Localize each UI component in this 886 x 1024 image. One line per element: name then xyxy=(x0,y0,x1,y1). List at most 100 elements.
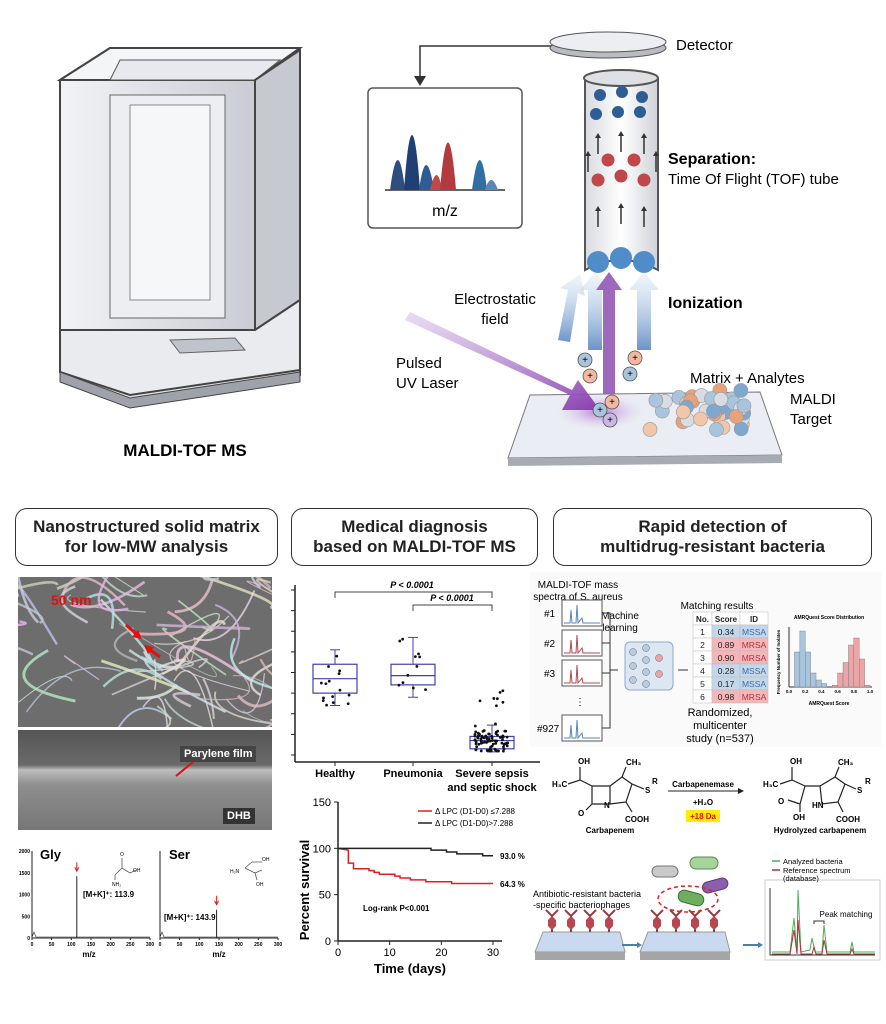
ion-particle xyxy=(587,251,609,273)
nanofiber xyxy=(246,580,272,595)
y-tick-label: 150 xyxy=(313,797,331,809)
ion-icon xyxy=(592,402,608,418)
nanofiber xyxy=(113,627,138,662)
nanofiber xyxy=(202,678,215,719)
pvalue-label-1: P < 0.0001 xyxy=(390,580,433,590)
logrank-annotation: Log-rank P<0.001 xyxy=(363,904,430,913)
ion-icon xyxy=(577,352,593,368)
ion-icon xyxy=(627,350,643,366)
data-point xyxy=(398,639,402,643)
svg-text:S: S xyxy=(857,786,863,795)
data-point xyxy=(335,654,339,658)
end-label-high: 93.0 % xyxy=(500,852,525,861)
data-point xyxy=(501,700,505,704)
gly-xlabel: m/z xyxy=(82,950,95,959)
x-tick-label: 150 xyxy=(87,942,96,948)
svg-text:COOH: COOH xyxy=(625,815,649,824)
data-point xyxy=(487,737,491,740)
nanofiber xyxy=(259,658,272,676)
ion-particle xyxy=(633,251,655,273)
svg-text:H₃C: H₃C xyxy=(763,780,778,789)
nanofiber xyxy=(202,577,220,581)
table-cell-text: ID xyxy=(750,615,758,624)
laser-beam xyxy=(405,312,600,410)
spectrum-peaks xyxy=(390,135,498,190)
data-point xyxy=(502,745,505,749)
nanofiber xyxy=(156,623,251,630)
spectrum-thumbnail xyxy=(561,629,603,657)
km-ylabel: Percent survival xyxy=(297,840,312,940)
category-pneumonia: Pneumonia xyxy=(383,768,443,780)
data-point xyxy=(488,739,492,743)
table-cell-text: MRSA xyxy=(742,692,767,702)
gly-annotation: [M+K]⁺: 113.9 xyxy=(83,890,135,899)
table-cell-text: MSSA xyxy=(742,679,766,689)
tof-tube-label: Time Of Flight (TOF) tube xyxy=(668,171,839,188)
data-point xyxy=(482,740,486,744)
histogram-bar xyxy=(842,662,849,688)
data-point xyxy=(413,655,417,658)
table-cell-text: 5 xyxy=(700,679,705,689)
nanofiber xyxy=(254,577,272,590)
y-tick-label: 1500 xyxy=(19,871,30,877)
svg-text:R: R xyxy=(865,777,871,786)
table-cell-text: MSSA xyxy=(742,627,766,637)
svg-text:+: + xyxy=(582,355,588,366)
data-point xyxy=(325,703,328,707)
reactant-label: Carbapenem xyxy=(586,826,634,835)
significance-bracket xyxy=(334,591,493,598)
histogram-bar xyxy=(799,630,806,688)
analyte-particle xyxy=(733,421,749,437)
histogram-bar xyxy=(810,672,817,688)
nanofiber xyxy=(172,691,201,708)
y-tick-label: 500 xyxy=(22,914,31,920)
svg-text:HN: HN xyxy=(812,801,824,810)
ellipsis: ⋮ xyxy=(575,697,585,708)
svg-text:O: O xyxy=(778,797,784,806)
ion-icon xyxy=(582,368,598,384)
spectrum-thumbnail xyxy=(561,599,603,627)
data-point xyxy=(327,679,331,683)
table-cell-text: 1 xyxy=(700,627,705,637)
nanofiber xyxy=(63,655,100,681)
svg-text:OH: OH xyxy=(793,813,805,822)
analyte-particle xyxy=(733,383,749,398)
x-tick-label: 0.8 xyxy=(851,689,858,694)
ser-title: Ser xyxy=(169,847,190,862)
data-point xyxy=(498,690,502,694)
nanofiber xyxy=(25,666,121,713)
mass-shift-highlight xyxy=(686,810,720,822)
x-tick-label: 150 xyxy=(215,942,224,948)
x-tick-label: 200 xyxy=(106,942,115,948)
enzyme-label: Carbapenemase xyxy=(672,780,734,789)
ion-icon xyxy=(604,394,620,410)
analyte-particle xyxy=(713,392,729,407)
water-label: +H₂O xyxy=(693,798,713,807)
svg-text:(database): (database) xyxy=(783,874,819,883)
instrument-illustration xyxy=(56,47,304,409)
table-cell-text: 0.90 xyxy=(718,653,735,663)
data-point xyxy=(503,742,507,746)
nanofiber xyxy=(199,577,272,610)
svg-text:study (n=537): study (n=537) xyxy=(686,733,754,745)
neural-network-icon xyxy=(624,641,674,691)
nanofiber xyxy=(18,602,44,624)
ion-particle xyxy=(614,169,628,183)
analyte-particle xyxy=(736,398,752,414)
separation-label: Separation: xyxy=(668,151,756,168)
svg-text:OH: OH xyxy=(133,868,141,874)
category-severe: Severe sepsis xyxy=(455,768,528,780)
x-tick-label: 20 xyxy=(435,947,447,959)
nanofiber xyxy=(135,610,187,636)
data-point xyxy=(411,686,415,690)
nanofiber xyxy=(111,657,208,696)
histogram-bar xyxy=(821,683,827,688)
y-tick-label: 2000 xyxy=(19,849,30,855)
nanofiber xyxy=(70,580,146,609)
data-point xyxy=(474,740,478,744)
spectra-title: MALDI-TOF mass xyxy=(538,580,618,591)
svg-text:H₂N: H₂N xyxy=(230,869,240,875)
gly-title: Gly xyxy=(40,847,62,862)
